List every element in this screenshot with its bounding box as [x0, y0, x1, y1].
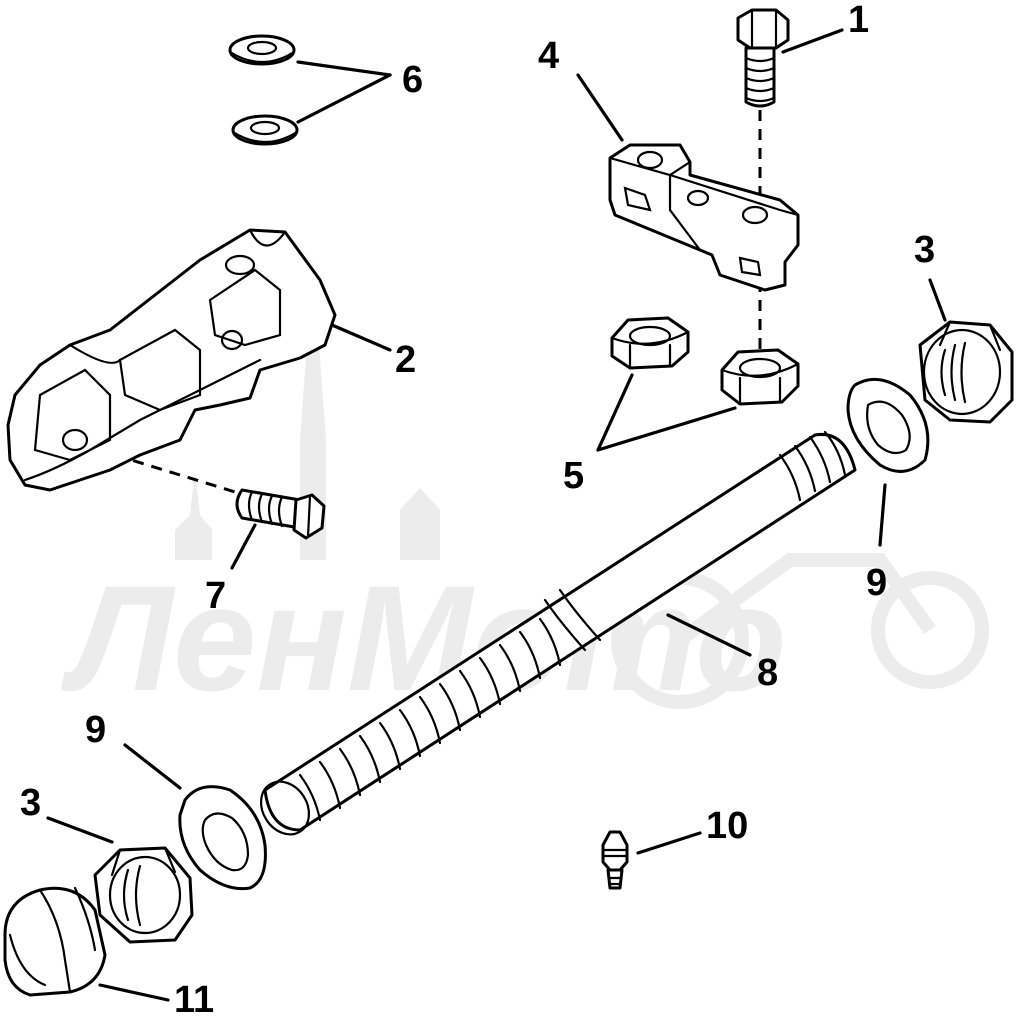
- bracket-part: [608, 143, 800, 292]
- washer-right-part: [846, 377, 930, 473]
- callout-3-right: 3: [914, 229, 935, 271]
- callout-11: 11: [174, 979, 214, 1016]
- support-housing-part: [6, 228, 337, 492]
- washer-pair-part: [228, 34, 299, 146]
- callout-5: 5: [563, 455, 584, 497]
- cap-nut-part: [3, 886, 107, 997]
- leader-lines: [46, 28, 947, 1002]
- callout-4: 4: [538, 35, 559, 77]
- callout-2: 2: [395, 339, 416, 381]
- screw-alignment-dash: [114, 453, 246, 497]
- hex-nut-right-part: [918, 320, 1014, 424]
- callout-9-left: 9: [85, 709, 106, 751]
- callout-10: 10: [706, 805, 748, 847]
- callout-3-left: 3: [20, 782, 41, 824]
- callout-9-right: 9: [866, 562, 887, 604]
- screw-part: [235, 488, 326, 540]
- threaded-shaft-part: [259, 430, 857, 836]
- washer-left-part: [178, 785, 267, 891]
- callout-6: 6: [402, 59, 423, 101]
- callout-1: 1: [848, 0, 869, 41]
- callout-8: 8: [757, 652, 778, 694]
- callout-labels: 1 2 3 3 4 5 6 7 8 9 9 10 11: [20, 0, 935, 1016]
- hex-nut-left-part: [93, 846, 194, 944]
- grease-fitting-part: [601, 830, 629, 890]
- hex-bolt-part: [736, 8, 790, 108]
- callout-7: 7: [205, 575, 226, 617]
- nut-pair-part: [610, 316, 800, 406]
